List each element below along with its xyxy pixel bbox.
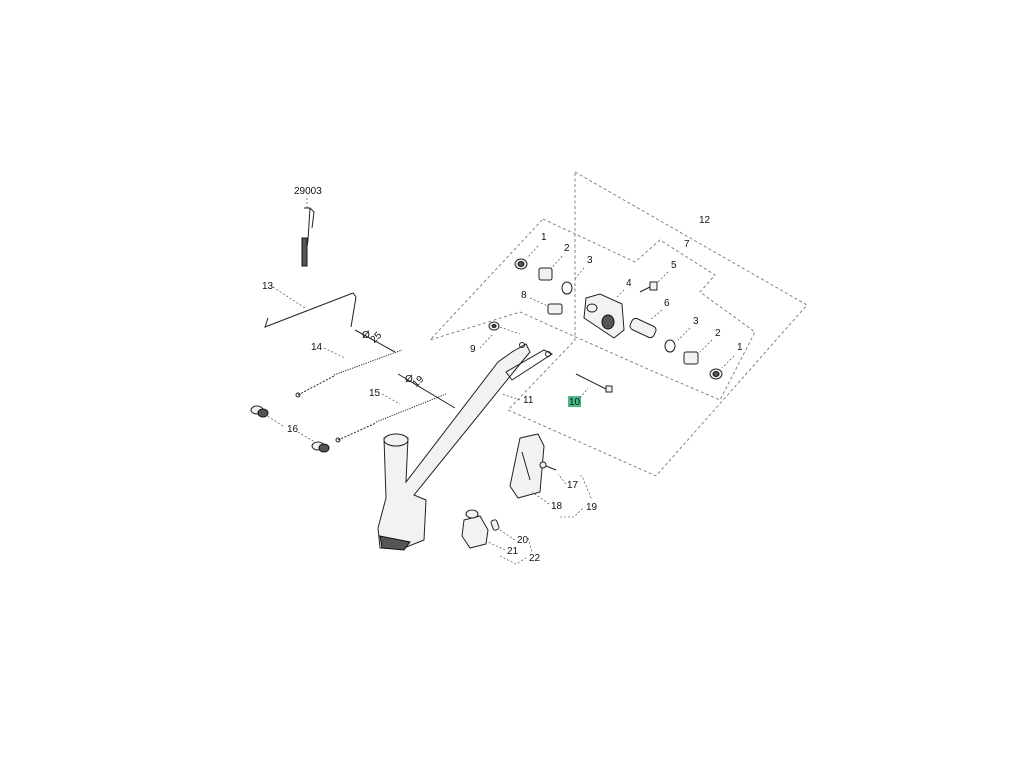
callout-10-highlight [568,396,581,407]
callout-3b: 3 [693,316,699,327]
pin-part-20 [490,519,500,531]
diameter-19-label: 19 [411,374,427,390]
o-ring-part-3a [561,281,573,295]
assembly-7-boundary [428,218,756,401]
callout-14: 14 [311,342,323,353]
screw-part-17 [539,461,557,471]
arm-part-11 [377,342,554,551]
screw-part-5 [639,281,658,293]
pin-part-6 [629,317,657,339]
callout-17: 17 [567,480,579,491]
callout-16: 16 [287,424,299,435]
callout-13: 13 [262,281,274,292]
callout-11: 11 [523,395,534,406]
nut-part-9 [488,321,500,331]
diameter-25-label: 25 [369,330,385,346]
bushing-part-1a [514,258,528,270]
callout-2a: 2 [564,243,570,254]
assembly-12-boundary [507,171,808,477]
callout-15: 15 [369,388,381,399]
rod-part-13 [264,292,357,328]
shoe-part-18 [509,433,545,499]
bracket-part-4 [583,293,625,339]
callout-20: 20 [517,535,529,546]
sleeve-part-2b [683,351,699,365]
callout-1b: 1 [737,342,743,353]
sleeve-part-2a [538,267,553,281]
spring-part-14 [295,349,403,398]
reference-stud-part [301,198,315,267]
reference-number-label: 29003 [294,186,322,197]
callout-1a: 1 [541,232,547,243]
callout-3a: 3 [587,255,593,266]
callout-6: 6 [664,298,670,309]
callout-7: 7 [684,239,690,250]
nut-part-16b [311,441,330,453]
nut-part-16a [250,405,269,418]
callout-9: 9 [470,344,476,355]
callout-5: 5 [671,260,677,271]
callout-2b: 2 [715,328,721,339]
callout-19: 19 [586,502,598,513]
bushing-part-1b [709,368,723,380]
bolt-part-10 [575,373,613,393]
callout-21: 21 [507,546,519,557]
spring-part-15 [335,393,447,443]
callout-18: 18 [551,501,563,512]
o-ring-part-3b [664,339,676,353]
sleeve-part-8 [547,303,563,315]
diameter-19-symbol: Ø [405,374,413,385]
callout-22: 22 [529,553,541,564]
clamp-part-21 [461,509,489,549]
callout-4: 4 [626,278,632,289]
callout-8: 8 [521,290,527,301]
callout-12: 12 [699,215,711,226]
callout-10[interactable]: 10 [569,397,581,408]
